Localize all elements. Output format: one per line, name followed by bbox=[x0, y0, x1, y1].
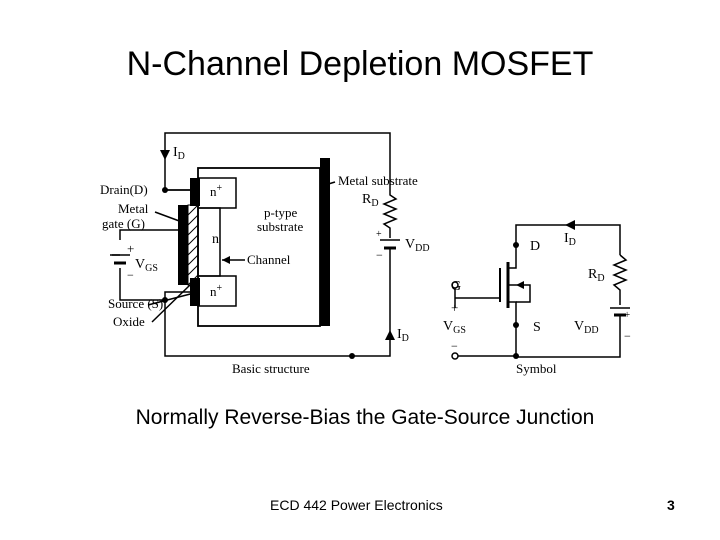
oxide-label: Oxide bbox=[113, 314, 145, 329]
mosfet-diagram: ID Drain(D) Metal gate (G) n+ n n+ p-typ… bbox=[100, 132, 631, 376]
vgs-label: VGS bbox=[135, 257, 158, 274]
symbol-id-arrow bbox=[565, 220, 575, 230]
drain-label: Drain(D) bbox=[100, 182, 148, 197]
rd-label: RD bbox=[362, 192, 379, 209]
source-label: Source (S) bbox=[108, 296, 163, 311]
n-plus-bottom-label: n+ bbox=[210, 283, 223, 299]
symbol-id-label: ID bbox=[564, 231, 576, 248]
n-region-label: n bbox=[212, 232, 219, 247]
n-plus-top-label: n+ bbox=[210, 183, 223, 199]
channel-arrow bbox=[222, 256, 230, 264]
source-wire bbox=[164, 291, 391, 357]
symbol-g-label: G bbox=[451, 279, 461, 294]
vdd-plus: + bbox=[376, 229, 382, 240]
metal-gate-label-2: gate (G) bbox=[102, 216, 145, 231]
symbol-vdd-label: VDD bbox=[574, 319, 599, 336]
symbol-vgs-label: VGS bbox=[443, 319, 466, 336]
rd-resistor bbox=[382, 190, 398, 238]
symbol-plus: + bbox=[451, 300, 458, 315]
source-contact bbox=[190, 278, 200, 306]
vgs-plus: + bbox=[127, 241, 134, 256]
symbol-source-arrow bbox=[516, 281, 524, 289]
p-type-label-2: substrate bbox=[257, 219, 303, 234]
id-top-arrow bbox=[160, 150, 170, 160]
vdd-label: VDD bbox=[405, 237, 430, 254]
symbol-caption: Symbol bbox=[516, 361, 557, 376]
metal-substrate-label: Metal substrate bbox=[338, 173, 418, 188]
page-number: 3 bbox=[667, 497, 675, 513]
symbol-d-label: D bbox=[530, 239, 540, 254]
slide-footer: ECD 442 Power Electronics bbox=[270, 497, 443, 513]
id-bottom-label: ID bbox=[397, 327, 409, 344]
metal-gate-plate bbox=[178, 205, 188, 285]
metal-gate-label-1: Metal bbox=[118, 201, 149, 216]
structure-caption: Basic structure bbox=[232, 361, 310, 376]
slide-title: N-Channel Depletion MOSFET bbox=[126, 45, 594, 83]
symbol-batt-minus: − bbox=[624, 329, 631, 343]
vdd-minus: − bbox=[376, 248, 383, 262]
slide-subtitle: Normally Reverse-Bias the Gate-Source Ju… bbox=[135, 406, 595, 429]
metal-substrate-bar bbox=[320, 158, 330, 326]
channel-label: Channel bbox=[247, 252, 291, 267]
symbol-rd-label: RD bbox=[588, 267, 605, 284]
vgs-minus: − bbox=[127, 268, 134, 282]
symbol-batt-plus: + bbox=[624, 309, 630, 321]
id-bottom-arrow bbox=[385, 330, 395, 340]
oxide-layer bbox=[187, 204, 199, 286]
drain-contact bbox=[190, 178, 200, 206]
symbol-minus: − bbox=[451, 339, 458, 353]
symbol-rd bbox=[612, 254, 628, 305]
symbol-s-label: S bbox=[533, 320, 541, 335]
id-top-label: ID bbox=[173, 145, 185, 162]
p-type-label-1: p-type bbox=[264, 205, 297, 220]
